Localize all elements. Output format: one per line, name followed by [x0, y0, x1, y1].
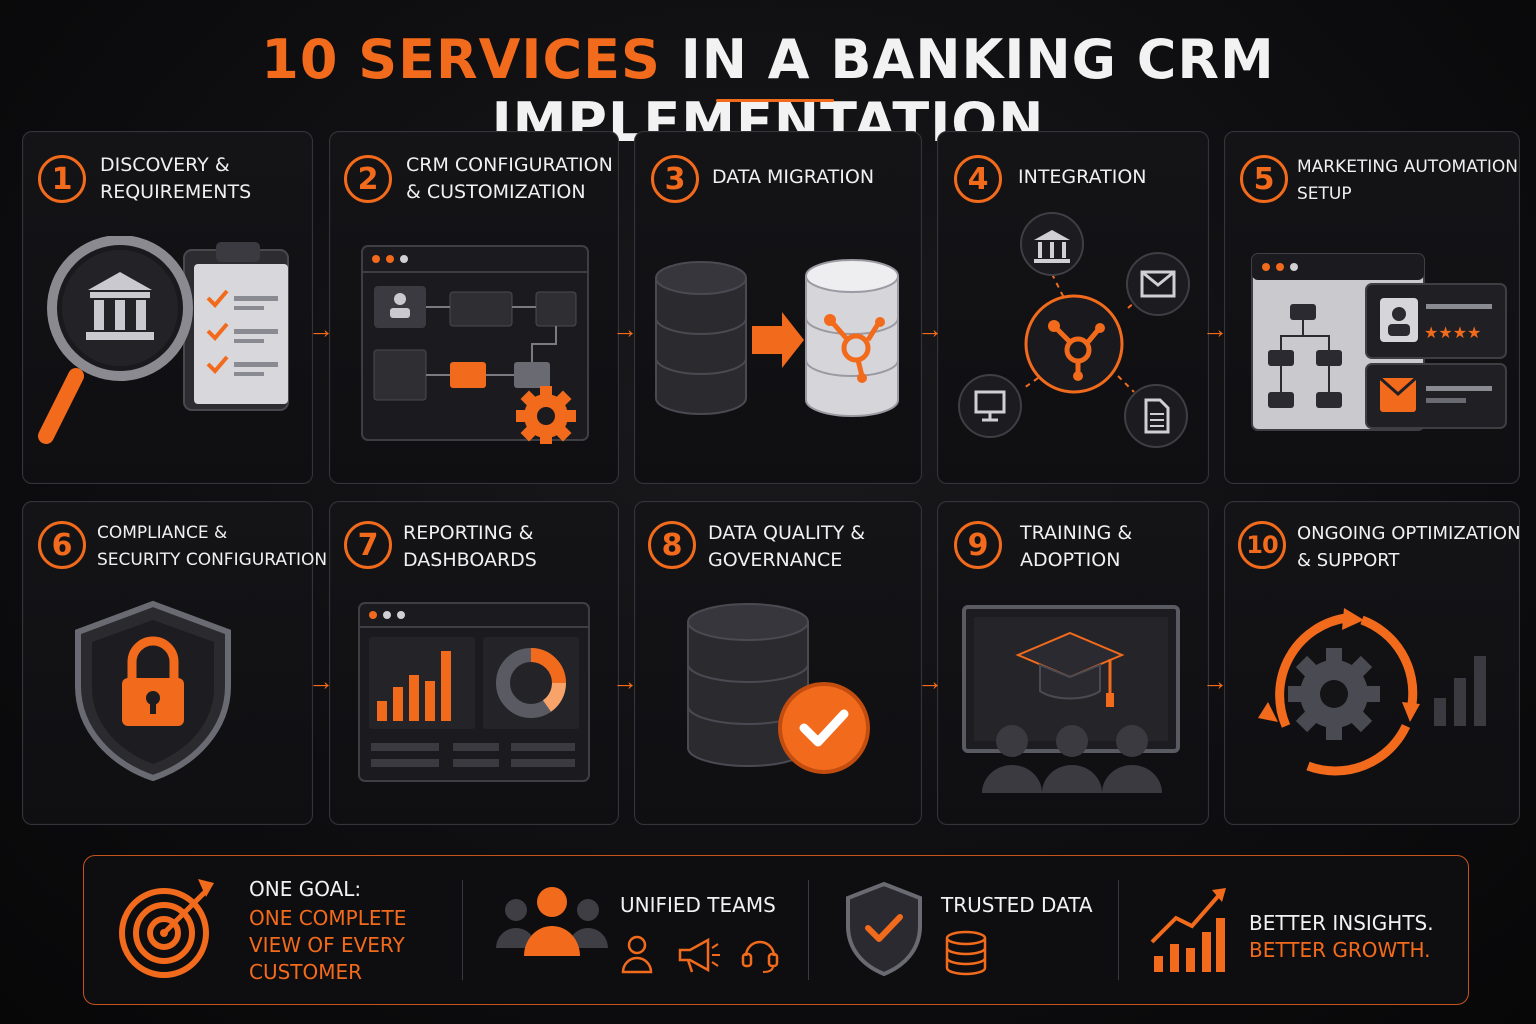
user-icon [621, 935, 653, 974]
step-number: 5 [1240, 155, 1288, 203]
arrow-right-icon: → [1202, 314, 1228, 344]
divider [1118, 880, 1119, 980]
arrow-right-icon: → [612, 666, 638, 696]
unified-teams-label: UNIFIED TEAMS [620, 893, 776, 917]
service-label: CRM CONFIGURATION & CUSTOMIZATION [406, 154, 613, 203]
service-label: ONGOING OPTIMIZATION & SUPPORT [1297, 523, 1521, 571]
step-number: 9 [954, 521, 1002, 569]
magnifier-bank-clipboard-icon [38, 236, 289, 444]
shield-lock-icon [75, 600, 231, 782]
graduation-presentation-icon [962, 605, 1180, 793]
title-underline [716, 99, 834, 102]
service-label: DISCOVERY & REQUIREMENTS [100, 154, 252, 203]
workflow-window-gear-icon [361, 245, 589, 444]
goal-heading: ONE GOAL: [249, 877, 362, 901]
service-label: DATA QUALITY & GOVERNANCE [708, 522, 866, 571]
database-check-icon [687, 603, 870, 774]
service-label: TRAINING & ADOPTION [1020, 522, 1133, 571]
step-number: 7 [344, 521, 392, 569]
step-number: 10 [1238, 521, 1286, 569]
service-label: MARKETING AUTOMATION SETUP [1297, 157, 1518, 204]
cycle-gear-icon [1258, 608, 1486, 776]
goal-text: ONE COMPLETE VIEW OF EVERY CUSTOMER [249, 906, 407, 984]
summary-bar [83, 855, 1469, 1005]
headset-icon [741, 940, 779, 973]
trusted-data-label: TRUSTED DATA [941, 893, 1093, 917]
divider [462, 880, 463, 980]
step-number: 4 [954, 155, 1002, 203]
arrow-right-icon: → [1202, 666, 1228, 696]
arrow-right-icon: → [917, 314, 943, 344]
service-label: INTEGRATION [1018, 166, 1147, 188]
dashboard-chart-icon [358, 602, 590, 782]
page-title: 10 SERVICES IN A BANKING CRM IMPLEMENTAT… [261, 28, 1275, 154]
team-icon [496, 887, 608, 956]
arrow-right-icon: → [308, 314, 334, 344]
step-number: 1 [38, 155, 86, 203]
growth-chart-icon [1150, 888, 1226, 972]
arrow-right-icon: → [917, 666, 943, 696]
insights-line1: BETTER INSIGHTS. [1249, 911, 1434, 935]
service-label: DATA MIGRATION [712, 166, 875, 188]
target-icon [119, 879, 214, 978]
shield-check-icon [846, 881, 922, 976]
automation-flow-icon: ★★★★ [1251, 253, 1507, 431]
hub-network-icon [958, 212, 1190, 448]
step-number: 8 [648, 521, 696, 569]
svg-text:★★★★: ★★★★ [1424, 323, 1481, 342]
database-icon [945, 930, 987, 976]
arrow-right-icon: → [612, 314, 638, 344]
megaphone-icon [678, 937, 720, 973]
step-number: 6 [38, 521, 86, 569]
step-number: 3 [651, 155, 699, 203]
service-label: COMPLIANCE & SECURITY CONFIGURATION [97, 523, 328, 570]
arrow-right-icon: → [308, 666, 334, 696]
database-transfer-icon [655, 259, 899, 417]
service-label: REPORTING & DASHBOARDS [403, 522, 537, 571]
divider [808, 880, 809, 980]
insights-line2: BETTER GROWTH. [1249, 938, 1431, 962]
step-number: 2 [344, 155, 392, 203]
